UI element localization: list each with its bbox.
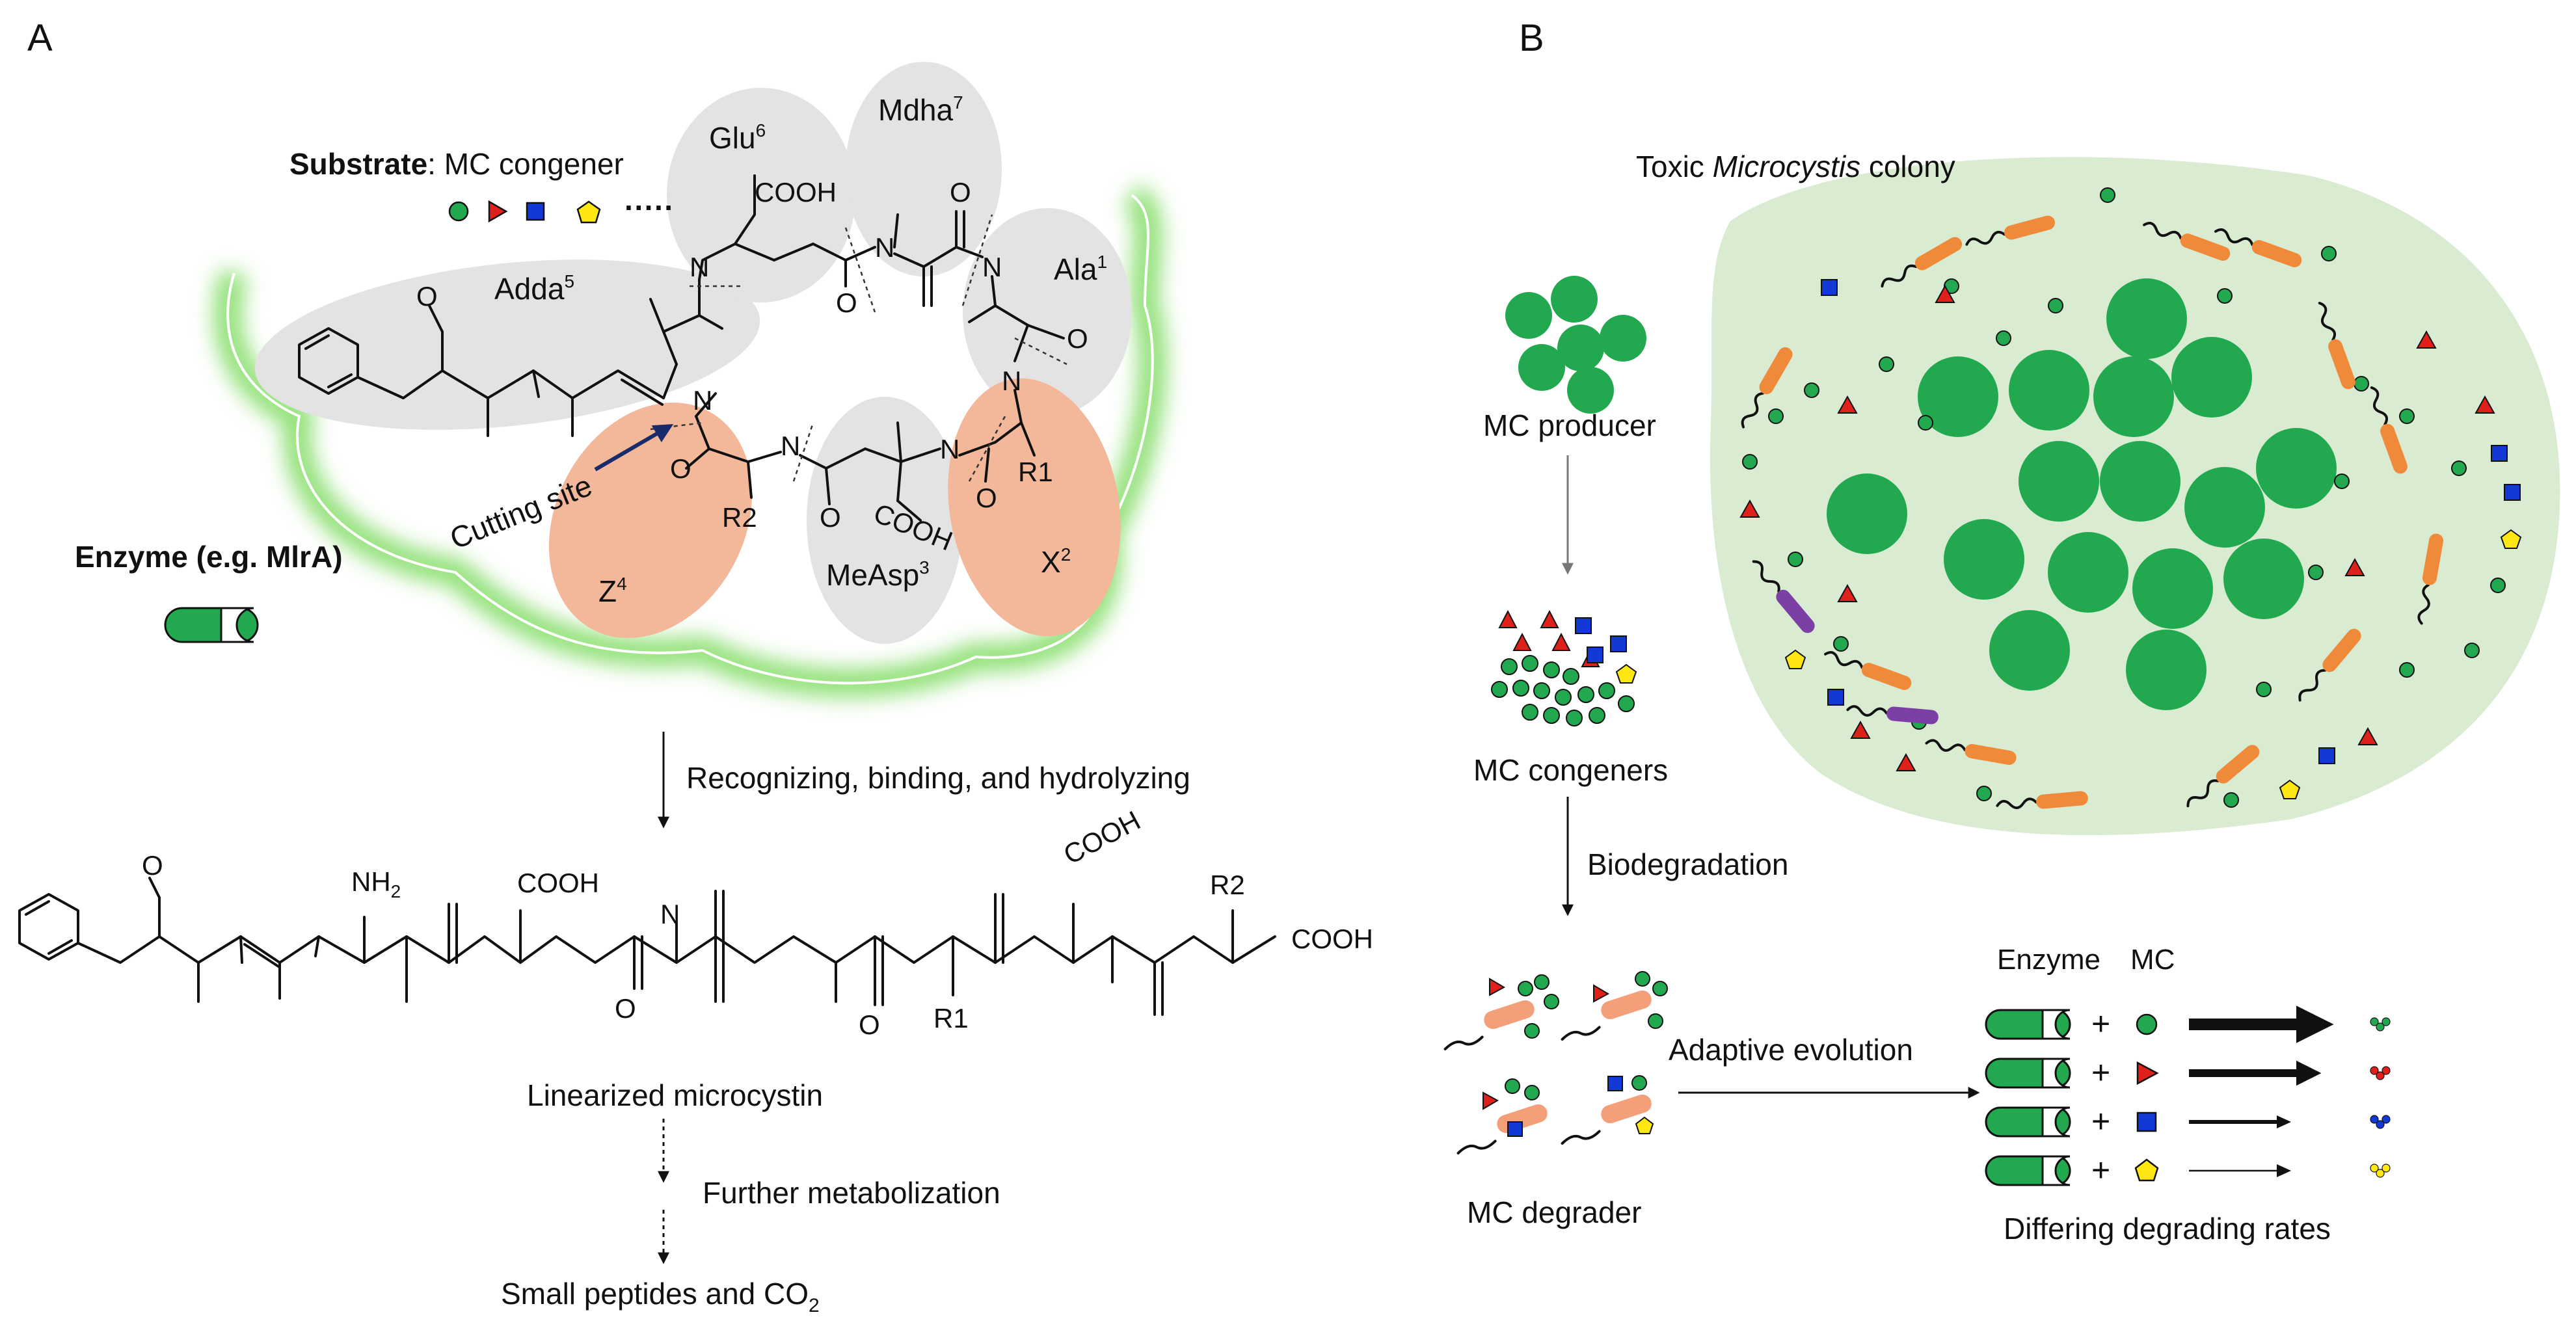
panel-label-b: B [1519, 17, 1544, 59]
mc-producer-cells [1505, 276, 1646, 414]
enzyme-rate-row: + [1985, 1006, 2391, 1043]
linear-o-atom: O [142, 850, 163, 881]
linear-r1-label: R1 [933, 1003, 969, 1033]
enzyme-label: Enzyme (e.g. MlrA) [75, 540, 343, 574]
n-atom-2: N [875, 232, 894, 263]
green-circle-icon [448, 201, 469, 222]
n-atom-7: N [693, 385, 712, 416]
colony-title: Toxic Microcystis colony [1636, 150, 1955, 183]
enzyme-binding-cleft [2041, 1058, 2071, 1089]
n-atom-5: N [940, 434, 959, 464]
enzyme-binding-cleft [2041, 1009, 2071, 1040]
mc-degraders [1443, 971, 1668, 1155]
adaptive-evolution-label: Adaptive evolution [1669, 1033, 1913, 1067]
o-atom-6: O [670, 453, 691, 484]
mc-producer-label: MC producer [1483, 408, 1656, 442]
measp-label: MeAsp3 [826, 557, 930, 592]
enzyme-col-header: Enzyme [1997, 944, 2100, 976]
substrate-ellipsis: ····· [624, 191, 675, 224]
mc-degrader-label: MC degrader [1467, 1195, 1641, 1229]
colony-large-cells [1827, 278, 2337, 710]
glu-cooh-label: COOH [755, 177, 837, 207]
z-label: Z4 [598, 574, 627, 608]
n-atom-4: N [1002, 366, 1021, 396]
o-atom-7: O [416, 281, 438, 312]
degraded-fragments [2370, 1115, 2391, 1129]
plus-sign: + [2091, 1103, 2110, 1139]
enzyme-pocket-halo [213, 183, 1167, 698]
enzyme-rate-row: + [1985, 1103, 2391, 1139]
z-region [548, 402, 753, 639]
biodegradation-label: Biodegradation [1587, 847, 1788, 881]
adda-label: Adda5 [494, 271, 574, 306]
linear-o-3: O [859, 1009, 880, 1040]
mc-congener-circle-icon [2136, 1013, 2158, 1035]
ala-region [963, 208, 1132, 416]
degrading-rate-arrowhead [2296, 1060, 2322, 1086]
enzyme-rate-rows: + + + + [1985, 1006, 2391, 1188]
linear-n-1: N [660, 899, 680, 929]
mc-congener-triangle-icon [2136, 1061, 2159, 1086]
r2-label-cyclic: R2 [722, 502, 757, 533]
panel-label-a: A [27, 17, 53, 59]
plus-sign: + [2091, 1152, 2110, 1188]
linearized-microcystin-structure [18, 877, 1276, 1016]
enzyme-binding-cleft [2041, 1106, 2071, 1138]
n-atom-6: N [781, 431, 800, 461]
enzyme-binding-cleft [2041, 1155, 2071, 1186]
o-atom-2: O [950, 177, 971, 207]
glu-label: Glu6 [709, 120, 766, 155]
blue-square-icon [526, 202, 545, 221]
degraded-fragments [2370, 1017, 2391, 1032]
degraded-fragments [2370, 1066, 2391, 1080]
plus-sign: + [2091, 1006, 2110, 1042]
step1-label: Recognizing, binding, and hydrolyzing [686, 761, 1190, 795]
n-atom-3: N [982, 252, 1002, 282]
linear-nh2-label: NH2 [351, 866, 401, 901]
degraded-fragments [2370, 1164, 2391, 1178]
colony-toxins-and-degraders [1739, 187, 2522, 810]
o-atom-5: O [820, 502, 841, 533]
substrate-congener-symbols [448, 200, 601, 224]
degrading-rate-arrowhead [2277, 1115, 2291, 1128]
yellow-pentagon-icon [576, 200, 601, 224]
enzyme-icon [164, 607, 259, 643]
linearized-microcystin-label: Linearized microcystin [527, 1078, 823, 1112]
mc-congeners-label: MC congeners [1473, 753, 1668, 787]
o-atom-3: O [1067, 323, 1088, 354]
ala-label: Ala1 [1054, 252, 1107, 286]
r1-label-cyclic: R1 [1018, 457, 1053, 487]
mc-col-header: MC [2130, 944, 2175, 976]
cutting-site-arrow [594, 423, 674, 472]
o-atom-4: O [976, 483, 997, 513]
mc-congener-pentagon-icon [2134, 1158, 2159, 1182]
linear-cooh-2: COOH [1058, 805, 1145, 870]
mc-congeners-pile [1491, 609, 1637, 726]
o-atom-1: O [836, 287, 857, 318]
linear-cooh-1: COOH [517, 868, 599, 898]
n-atom-1: N [690, 252, 709, 282]
mc-congener-square-icon [2136, 1112, 2157, 1132]
enzyme-rate-row: + [1985, 1054, 2391, 1091]
enzyme-rate-row: + [1985, 1152, 2391, 1188]
linear-cooh-3: COOH [1291, 924, 1373, 954]
microcystin-cyclic-structure [298, 174, 1065, 522]
red-triangle-icon [488, 200, 508, 223]
plus-sign: + [2091, 1054, 2110, 1091]
glu-region [667, 88, 855, 302]
small-peptides-label: Small peptides and CO2 [501, 1277, 820, 1316]
substrate-label: Substrate: MC congener [289, 147, 624, 181]
x-label: X2 [1041, 544, 1071, 579]
linear-r2-label: R2 [1210, 870, 1245, 900]
mdha-label: Mdha7 [878, 92, 963, 127]
degrading-rate-arrowhead [2296, 1006, 2334, 1043]
degrading-rate-arrowhead [2277, 1164, 2291, 1177]
differing-rates-label: Differing degrading rates [2004, 1212, 2331, 1245]
linear-o-2: O [615, 993, 636, 1024]
step2-label: Further metabolization [703, 1176, 1000, 1210]
